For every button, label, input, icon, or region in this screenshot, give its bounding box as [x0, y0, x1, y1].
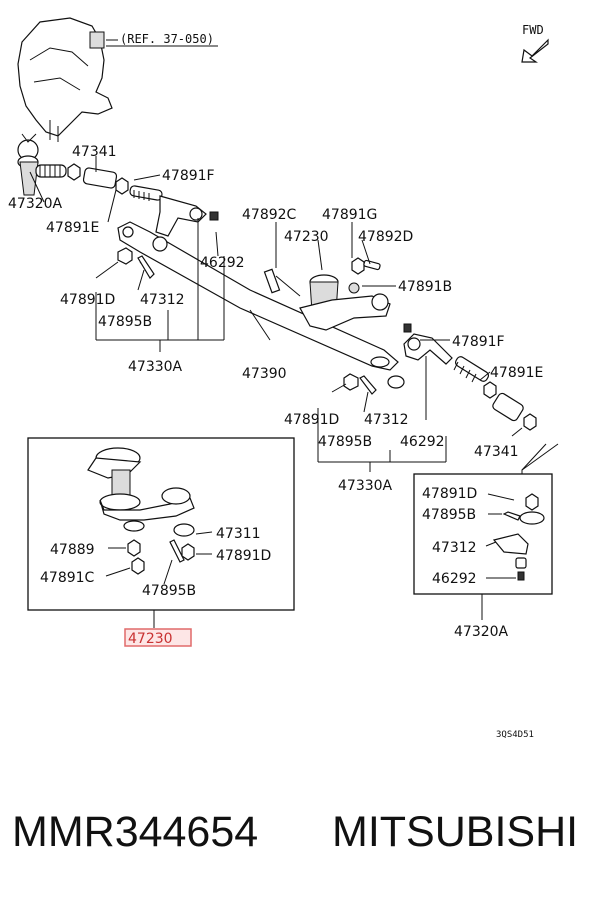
nut-47891D-left	[117, 247, 133, 265]
left-lower-fasteners	[117, 247, 155, 279]
label-47892C: 47892C	[242, 207, 297, 223]
label-47341-top: 47341	[72, 144, 117, 160]
forward-arrow-icon: FWD	[521, 23, 549, 63]
label-47330A-mid: 47330A	[338, 478, 393, 494]
right-tie-rod-assembly	[403, 323, 537, 431]
label-47330A-left: 47330A	[128, 359, 183, 375]
nut-47889	[127, 539, 141, 557]
brand-name: MITSUBISHI	[332, 808, 579, 856]
nut-47891C	[131, 557, 145, 575]
label-47312-mid: 47312	[364, 412, 409, 428]
label-47230-main: 47230	[284, 229, 329, 245]
nut-47891D-inset	[181, 543, 195, 561]
label-47312-box: 47312	[432, 540, 477, 556]
label-47320A-left: 47320A	[8, 196, 63, 212]
left-tie-rod-assembly	[17, 155, 219, 237]
fwd-label: FWD	[522, 23, 544, 37]
steering-gearbox-illustration	[17, 17, 113, 161]
label-47891G: 47891G	[322, 207, 377, 223]
label-47311: 47311	[216, 526, 261, 542]
leader-lines	[29, 156, 523, 472]
label-47895B-mid: 47895B	[318, 434, 372, 450]
highlight-label: 47230	[128, 631, 173, 647]
nut-47891D-box	[525, 493, 539, 511]
label-47312-left: 47312	[140, 292, 185, 308]
center-link-boss-left	[152, 236, 168, 252]
part-number: MMR344654	[12, 808, 259, 856]
part-labels: 47341 47891F 47320A 47891E 47892C 47891G…	[8, 144, 543, 640]
label-47891F-top: 47891F	[162, 168, 215, 184]
boot-47311	[173, 523, 195, 537]
label-47891D-left: 47891D	[60, 292, 115, 308]
nut-47891D-mid	[343, 373, 359, 391]
label-47895B-inset: 47895B	[142, 583, 196, 599]
label-47341-right: 47341	[474, 444, 519, 460]
idler-arm-47230	[263, 257, 391, 331]
tie-rod-end-detail-box	[413, 443, 559, 620]
label-47891E-right: 47891E	[490, 365, 543, 381]
diagram-code: 3QS4D51	[496, 730, 534, 740]
highlight-box	[124, 628, 192, 647]
label-47892D: 47892D	[358, 229, 413, 245]
label-47895B-box: 47895B	[422, 507, 476, 523]
boot-47312-box	[519, 511, 545, 525]
label-46292-mid: 46292	[400, 434, 445, 450]
label-47891D-inset: 47891D	[216, 548, 271, 564]
label-47891C: 47891C	[40, 570, 95, 586]
label-47891E-left: 47891E	[46, 220, 99, 236]
mid-lower-fasteners	[343, 373, 405, 395]
gearbox-fitting	[89, 31, 105, 49]
idler-arm-kit-inset	[27, 437, 295, 628]
cotter-pin-47895B-inset	[169, 539, 185, 563]
label-47891B: 47891B	[398, 279, 452, 295]
label-47891F-right: 47891F	[452, 334, 505, 350]
label-47895B-left: 47895B	[98, 314, 152, 330]
label-47320A-box: 47320A	[454, 624, 509, 640]
label-46292-top: 46292	[200, 255, 245, 271]
label-47390: 47390	[242, 366, 287, 382]
ref-label: (REF. 37-050)	[120, 32, 214, 46]
center-link-47390	[117, 221, 399, 371]
steering-linkage-diagram: (REF. 37-050) FWD	[8, 17, 559, 740]
label-47891D-box: 47891D	[422, 486, 477, 502]
label-47889: 47889	[50, 542, 95, 558]
label-46292-box: 46292	[432, 571, 477, 587]
label-47891D-mid: 47891D	[284, 412, 339, 428]
cotter-pin-47895B-box	[502, 511, 521, 521]
